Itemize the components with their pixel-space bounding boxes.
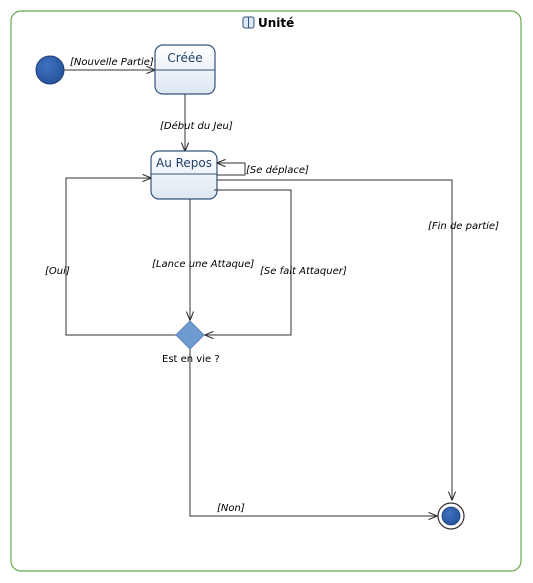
final-node bbox=[437, 502, 465, 530]
state-creee-name: Créée bbox=[167, 51, 202, 65]
transition-non bbox=[189, 349, 437, 516]
diagram-title: Unité bbox=[242, 16, 294, 30]
guard-fin-de-partie: [Fin de partie] bbox=[428, 221, 499, 232]
decision-node bbox=[175, 320, 205, 350]
diagram-title-text: Unité bbox=[258, 16, 294, 30]
guard-debut-du-jeu: [Début du Jeu] bbox=[160, 120, 233, 132]
guard-oui: [Oui] bbox=[45, 266, 70, 277]
transition-oui bbox=[65, 178, 176, 336]
initial-node bbox=[35, 55, 65, 85]
guard-non: [Non] bbox=[217, 503, 245, 514]
state-au-repos: Au Repos bbox=[150, 150, 218, 200]
transition-se-deplace bbox=[217, 163, 246, 176]
diagram-frame bbox=[10, 10, 522, 572]
decision-label: Est en vie ? bbox=[162, 354, 220, 365]
transition-se-fait-attaquer bbox=[205, 189, 292, 335]
state-au-repos-name: Au Repos bbox=[156, 156, 212, 170]
state-creee: Créée bbox=[154, 44, 216, 95]
state-machine-icon bbox=[242, 16, 255, 29]
guard-se-fait-attaquer: [Se fait Attaquer] bbox=[260, 266, 347, 277]
guard-nouvelle-partie: [Nouvelle Partie] bbox=[70, 57, 154, 68]
transition-fin-de-partie bbox=[217, 179, 452, 500]
guard-lance-une-attaque: [Lance une Attaque] bbox=[152, 259, 254, 270]
guard-se-deplace: [Se déplace] bbox=[246, 164, 309, 176]
